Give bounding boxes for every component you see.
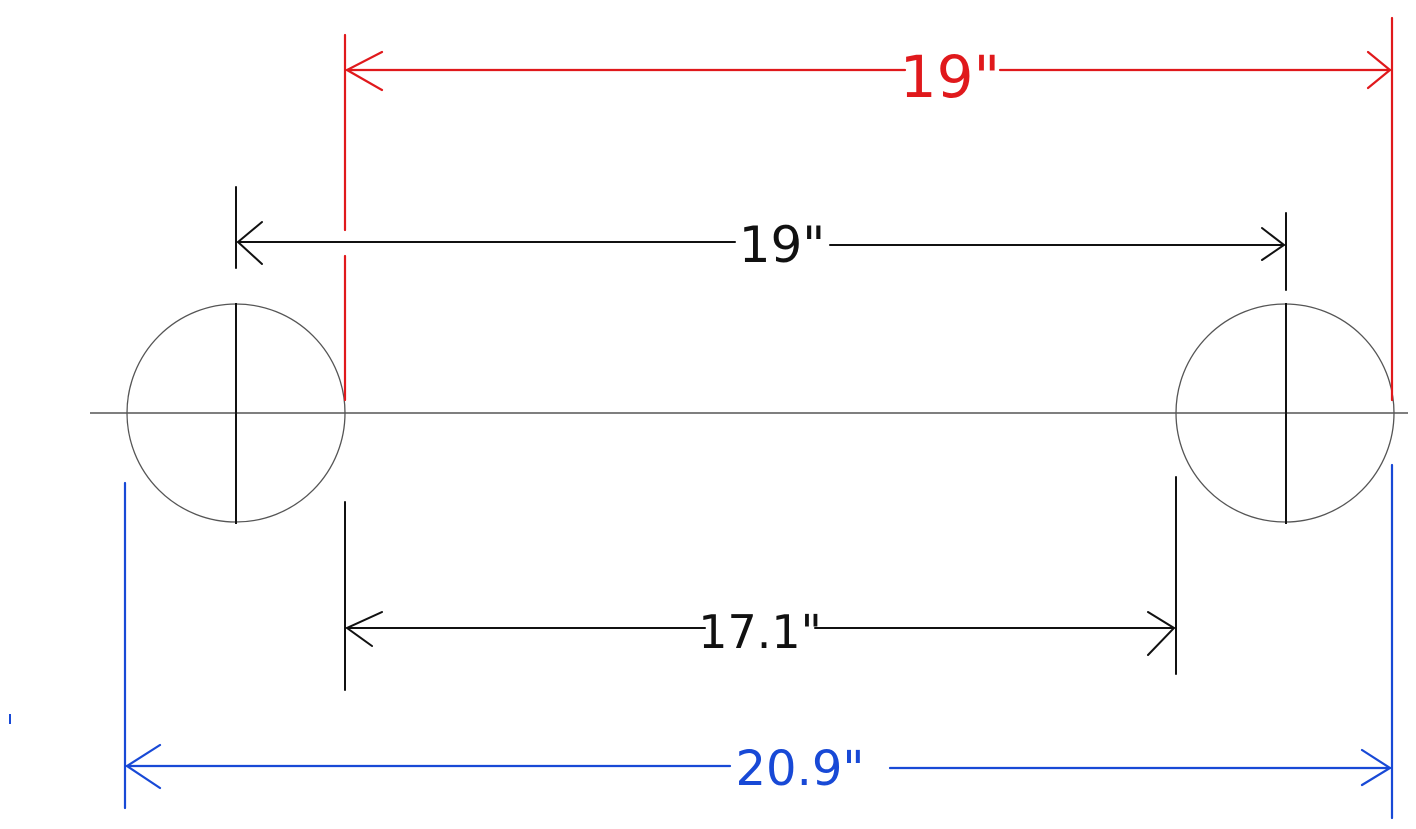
center-arrowhead-right [1261, 227, 1286, 261]
red-arrowhead-left [344, 50, 384, 92]
left-circle [126, 303, 346, 524]
inner-arrowhead-right [1147, 611, 1176, 656]
red-dimension [343, 16, 1394, 402]
outer-dimension-label: 20.9" [736, 741, 865, 797]
inner-dimension [344, 476, 1177, 691]
center-dimension-label: 19" [739, 216, 826, 274]
outer-dimension [123, 463, 1394, 820]
outer-arrowhead-right [1360, 748, 1393, 787]
inner-dimension-label: 17.1" [698, 605, 822, 659]
outer-arrowhead-left [124, 743, 162, 790]
center-dimension [235, 186, 1287, 291]
right-circle [1175, 303, 1395, 524]
inner-arrowhead-left [345, 611, 383, 647]
red-arrowhead-right [1366, 50, 1392, 90]
center-arrowhead-left [236, 221, 263, 265]
red-dimension-label: 19" [900, 43, 1000, 111]
